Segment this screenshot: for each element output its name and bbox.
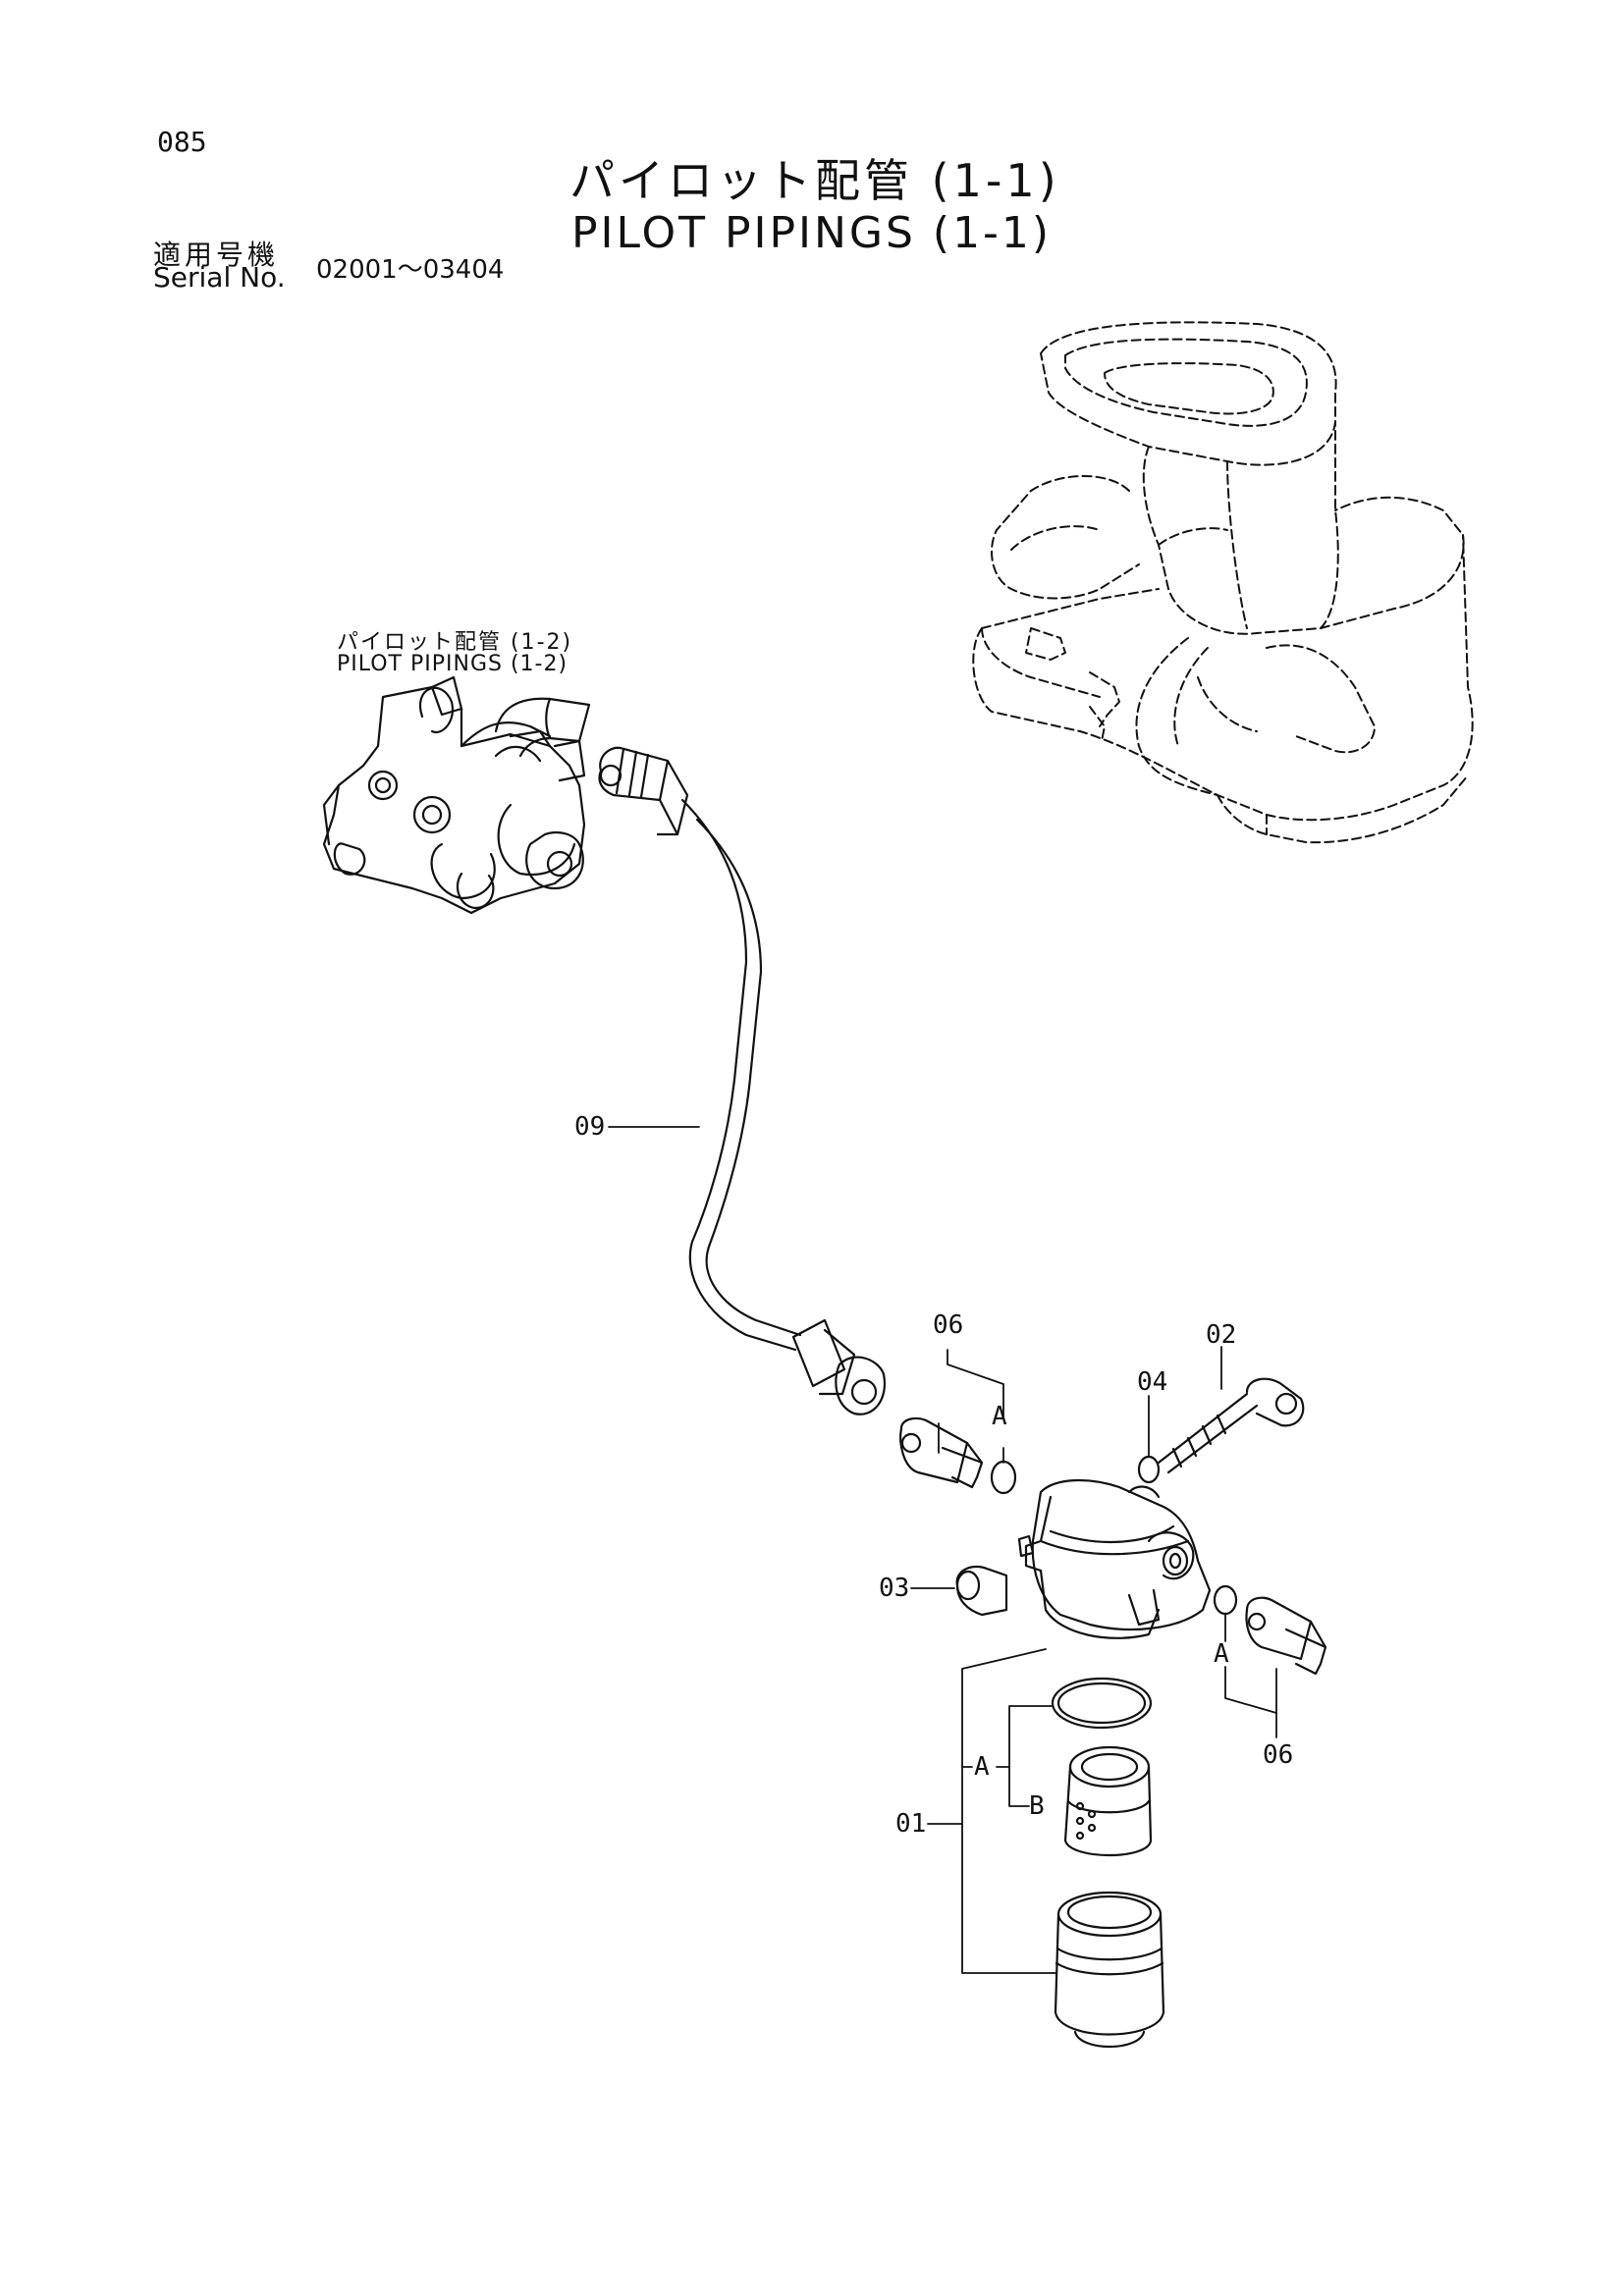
filter-bowl (1054, 1891, 1165, 2048)
pilot-valve-block (322, 675, 591, 915)
serial-label-japanese: 適用号機 (153, 239, 280, 271)
callout-04: 04 (1137, 1367, 1168, 1397)
bolt-02 (1157, 1377, 1305, 1474)
page-number: 085 (157, 126, 207, 158)
callout-a-right: A (1214, 1639, 1229, 1669)
o-ring-a-upper (990, 1460, 1017, 1495)
reference-title-english: PILOT PIPINGS (1-2) (337, 652, 568, 676)
serial-label-english: Serial No. (153, 261, 286, 294)
filter-o-ring-inner (1056, 1682, 1147, 1725)
reference-title-japanese: パイロット配管 (1-2) (337, 630, 573, 655)
hose-fitting-upper (598, 746, 689, 836)
plug-03 (955, 1565, 1008, 1617)
o-ring-04 (1137, 1455, 1161, 1484)
callout-06-lower: 06 (1263, 1740, 1294, 1770)
pilot-hose-09 (680, 798, 802, 1352)
page-title-japanese: パイロット配管 (1-1) (569, 154, 1060, 207)
filter-head (1017, 1479, 1212, 1639)
callout-06-upper: 06 (933, 1310, 964, 1340)
connector-06-upper (899, 1416, 984, 1489)
callout-03: 03 (879, 1574, 910, 1603)
operator-seat-illustration (972, 321, 1474, 844)
filter-o-ring (1051, 1677, 1153, 1730)
callout-09: 09 (574, 1112, 606, 1142)
page-title-english: PILOT PIPINGS (1-1) (571, 208, 1053, 258)
callout-02: 02 (1206, 1320, 1237, 1350)
connector-06-lower (1245, 1596, 1327, 1676)
callout-b-filter: B (1029, 1791, 1045, 1821)
hose-fitting-lower (791, 1318, 887, 1415)
leader-lines (608, 1126, 1277, 1974)
callout-01: 01 (895, 1809, 927, 1839)
o-ring-a-right (1213, 1584, 1238, 1616)
serial-number-range: 02001～03404 (316, 255, 505, 285)
callout-a-upper: A (992, 1402, 1007, 1431)
filter-element (1063, 1745, 1153, 1856)
callout-a-filter: A (974, 1752, 990, 1782)
